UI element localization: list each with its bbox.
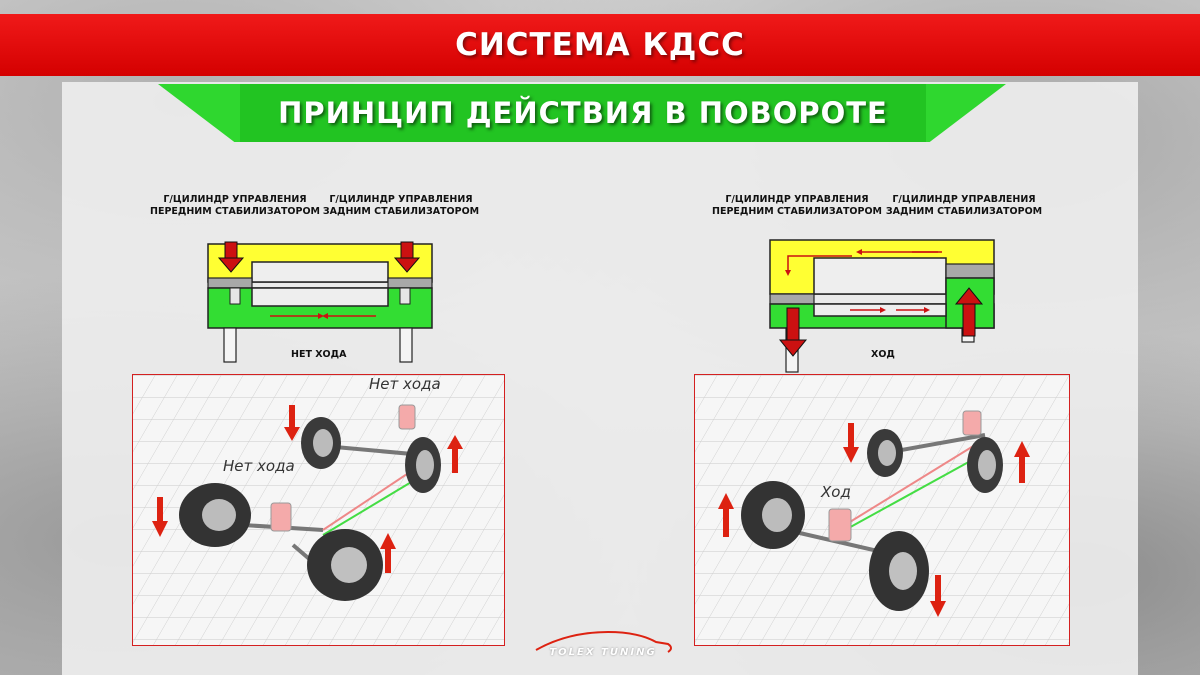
right-state-label: ХОД xyxy=(871,349,895,360)
right-scene-arrow-down-2 xyxy=(930,575,946,617)
right-green-flow-arrows xyxy=(850,307,930,313)
subtitle-band xyxy=(240,84,926,142)
right-front-piston xyxy=(769,293,815,305)
left-rear-piston xyxy=(387,277,433,289)
left-scene-front-left-wheel xyxy=(179,483,251,547)
left-rear-rod-slot xyxy=(399,287,411,305)
left-front-cylinder-label: Г/ЦИЛИНДР УПРАВЛЕНИЯ ПЕРЕДНИМ СТАБИЛИЗАТ… xyxy=(150,194,321,217)
left-scene-label-left: Нет хода xyxy=(223,457,295,475)
left-scene-label-top: Нет хода xyxy=(369,375,441,393)
right-rear-cylinder-label: Г/ЦИЛИНДР УПРАВЛЕНИЯ ЗАДНИМ СТАБИЛИЗАТОР… xyxy=(885,194,1043,217)
left-scene-front-right-wheel xyxy=(307,529,383,601)
right-chassis-scene: Ход xyxy=(694,374,1070,646)
left-rear-cylinder-label: Г/ЦИЛИНДР УПРАВЛЕНИЯ ЗАДНИМ СТАБИЛИЗАТОР… xyxy=(322,194,480,217)
left-scene-rear-left-wheel xyxy=(301,417,341,469)
left-upper-gap xyxy=(251,261,389,283)
right-upper-gap xyxy=(813,257,947,295)
page-title: СИСТЕМА КДСС xyxy=(455,27,745,63)
right-scene-arrow-down-1 xyxy=(843,423,859,463)
left-front-down-arrow xyxy=(217,241,245,273)
left-flow-arrows xyxy=(270,313,376,319)
right-hydraulic-schematic xyxy=(769,239,995,373)
left-rear-down-arrow xyxy=(393,241,421,273)
right-rear-piston xyxy=(945,263,995,279)
right-chassis-illustration: Ход xyxy=(695,375,1069,645)
page-subtitle: ПРИНЦИП ДЕЙСТВИЯ В ПОВОРОТЕ xyxy=(278,96,888,130)
left-front-piston xyxy=(207,277,253,289)
right-front-down-arrow xyxy=(778,307,808,357)
right-rear-up-arrow xyxy=(954,287,984,337)
left-scene-arrow-up-1 xyxy=(447,435,463,473)
left-scene-arrow-up-2 xyxy=(380,533,396,573)
right-scene-arrow-up-1 xyxy=(1014,441,1030,483)
right-scene-front-left-wheel xyxy=(741,481,805,549)
left-hydraulic-schematic xyxy=(207,241,433,363)
left-front-rod-slot xyxy=(229,287,241,305)
right-scene-arrow-up-2 xyxy=(718,493,734,537)
right-scene-label: Ход xyxy=(820,483,851,501)
left-chassis-illustration: Нет хода Нет хода xyxy=(133,375,504,645)
right-scene-rear-right-wheel xyxy=(967,437,1003,493)
right-front-cylinder-label: Г/ЦИЛИНДР УПРАВЛЕНИЯ ПЕРЕДНИМ СТАБИЛИЗАТ… xyxy=(712,194,883,217)
logo-text: TOLEX TUNING xyxy=(549,647,657,658)
right-scene-rear-left-wheel xyxy=(867,429,903,477)
left-scene-rear-right-wheel xyxy=(405,437,441,493)
left-state-label: НЕТ ХОДА xyxy=(291,349,347,360)
right-yellow-flow-arrows xyxy=(785,249,942,276)
title-band: СИСТЕМА КДСС xyxy=(0,14,1200,76)
tolex-car-logo xyxy=(535,630,672,653)
left-rear-rod xyxy=(399,327,413,363)
left-front-rod xyxy=(223,327,237,363)
right-scene-front-right-wheel xyxy=(869,531,929,611)
left-scene-arrow-down-1 xyxy=(284,405,300,441)
left-chassis-scene: Нет хода Нет хода xyxy=(132,374,505,646)
left-lower-gap xyxy=(251,287,389,307)
left-scene-arrow-down-2 xyxy=(152,497,168,537)
